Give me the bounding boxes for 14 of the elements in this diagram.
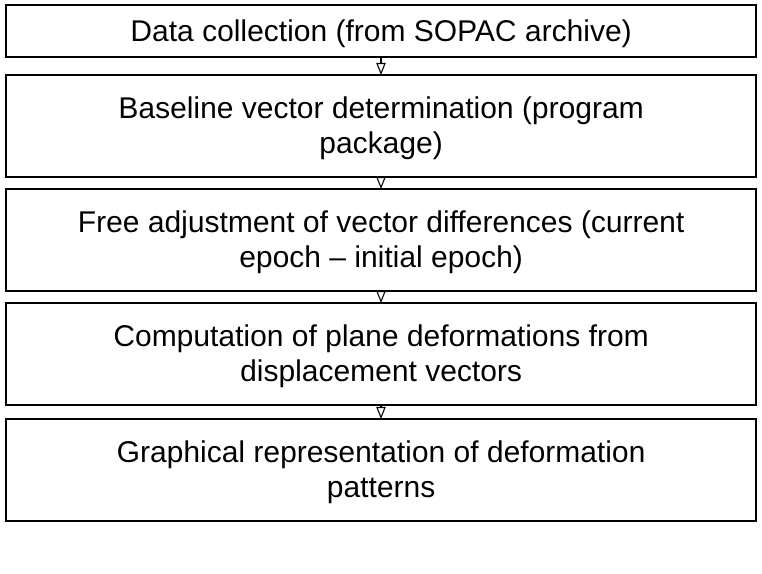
- process-box: [5, 74, 757, 178]
- arrow: [376, 290, 386, 302]
- step-label: Free adjustment of vector differences (current epoch – initial epoch): [76, 205, 686, 275]
- arrow: [376, 58, 386, 74]
- step-label: Data collection (from SOPAC archive): [130, 14, 632, 48]
- step-label: Graphical representation of deformation patterns: [116, 435, 646, 505]
- process-box: [5, 302, 757, 406]
- step-label: Baseline vector determination (program package): [117, 91, 645, 161]
- step-label: Computation of plane deformations from displacement vectors: [112, 319, 650, 389]
- process-box: [5, 188, 757, 292]
- process-box: [5, 418, 757, 522]
- arrow: [376, 176, 386, 188]
- arrow: [376, 406, 386, 418]
- process-box: [5, 4, 757, 58]
